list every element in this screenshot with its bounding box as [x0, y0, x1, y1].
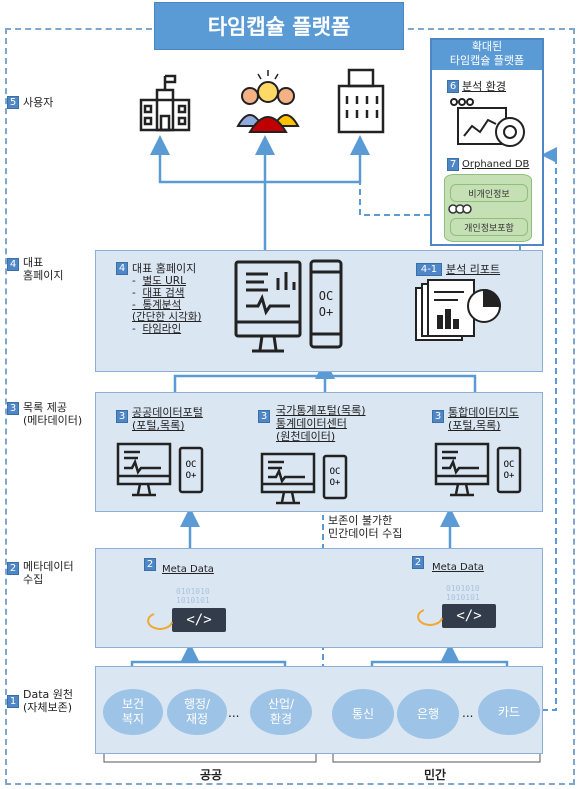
svg-text:OC: OC	[330, 467, 341, 477]
portal-1-monitor-icon	[116, 442, 172, 497]
portal-2-label: 국가통계포털(목록) 통계데이터센터 (원천데이터)	[276, 404, 366, 443]
meta-band	[95, 548, 543, 648]
homepage-to-user-1	[150, 135, 267, 250]
feature-timeline: 타임라인	[142, 323, 182, 335]
orphan-badge: 7	[447, 158, 459, 171]
orphan-label: Orphaned DB	[462, 159, 530, 170]
feature-stats: 통계분석 (간단한 시각화)	[132, 299, 202, 323]
feature-search: 대표 검색	[142, 287, 185, 299]
report-badge: 4-1	[416, 263, 442, 276]
level-1-badge: 1	[7, 695, 19, 708]
public-ellipsis: ...	[228, 706, 240, 720]
svg-text:O+: O+	[504, 471, 515, 481]
group-private-label: 민간	[424, 768, 447, 782]
meta-1-swirl-icon	[147, 613, 173, 630]
analysis-label: 분석 환경	[462, 80, 506, 93]
source-telecom: 통신	[332, 689, 394, 739]
level-5-label: 사용자	[23, 96, 54, 109]
meta-1-label: Meta Data	[162, 564, 214, 575]
level-3-label: 목록 제공 (메타데이터)	[23, 401, 83, 427]
feature-url: 별도 URL	[142, 275, 186, 287]
portal-2-monitor-icon	[260, 452, 316, 505]
people-group-icon	[236, 70, 300, 133]
meta-1-bits: 0101010 1010101	[176, 587, 210, 605]
portal-3-badge: 3	[432, 410, 444, 423]
extended-to-user-dashed	[359, 140, 430, 216]
meta-2-swirl-icon	[417, 609, 443, 626]
level-4-badge: 4	[7, 258, 19, 271]
portal-3-phone-icon: OC O+	[496, 446, 522, 494]
platform-title: 타임캡슐 플랫폼	[154, 2, 404, 50]
level-2-label: 메타데이터 수집	[23, 560, 74, 586]
db-item-personal: 개인정보포함	[450, 218, 528, 236]
office-building-icon	[337, 68, 385, 134]
group-brackets	[103, 754, 541, 763]
report-label: 분석 리포트	[446, 263, 501, 276]
level-2-badge: 2	[7, 562, 19, 575]
private-collect-note: 보존이 불가한 민간데이터 수집	[328, 514, 403, 540]
homepage-title: 대표 홈페이지	[132, 262, 197, 275]
group-public-label: 공공	[200, 768, 223, 782]
svg-text:O+: O+	[186, 471, 197, 481]
school-icon	[139, 74, 191, 132]
level-1-label: Data 원천 (자체보존)	[23, 688, 74, 714]
meta-2-badge: 2	[412, 556, 424, 569]
meta-2-label: Meta Data	[432, 562, 484, 573]
portal-1-phone-icon: OC O+	[178, 446, 204, 494]
source-industry-env: 산업/ 환경	[250, 689, 312, 735]
portal-2-badge: 3	[258, 410, 270, 423]
source-admin-finance: 행정/ 재정	[167, 689, 227, 735]
meta-1-badge: 2	[144, 558, 156, 571]
coins-icon	[448, 204, 472, 214]
svg-text:O+: O+	[330, 478, 341, 488]
monitor-icon	[234, 260, 302, 353]
homepage-badge: 4	[116, 262, 128, 275]
analysis-badge: 6	[447, 80, 459, 93]
svg-text:O+: O+	[319, 305, 333, 319]
meta-2-bits: 0101010 1010101	[446, 584, 480, 602]
source-bank: 은행	[397, 689, 459, 739]
level-3-badge: 3	[7, 402, 19, 415]
portal-1-badge: 3	[116, 410, 128, 423]
portal-3-label: 통합데이터지도 (포털,목록)	[448, 406, 519, 432]
extended-platform-title: 확대된 타임캡슐 플랫폼	[432, 40, 542, 70]
level-5-badge: 5	[7, 96, 19, 109]
meta-2-code-tag: </>	[442, 604, 496, 628]
meta-1-code-tag: </>	[172, 608, 226, 632]
svg-text:OC: OC	[319, 289, 333, 303]
report-document-icon	[415, 279, 502, 341]
private-ellipsis: ...	[462, 706, 474, 720]
svg-text:OC: OC	[186, 460, 197, 470]
card-to-orphan-dashed	[532, 147, 557, 711]
svg-text:OC: OC	[504, 460, 515, 470]
homepage-to-user-3	[265, 135, 370, 184]
homepage-feature-list: - 별도 URL - 대표 검색 - 통계분석 (간단한 시각화) - 타임라인	[132, 275, 202, 335]
level-4-label: 대표 홈페이지	[23, 256, 64, 282]
db-item-nonpersonal: 비개인정보	[450, 184, 528, 202]
source-card: 카드	[478, 689, 540, 735]
portal-3-monitor-icon	[434, 442, 490, 497]
portal-2-phone-icon: OC O+	[322, 454, 348, 500]
portal-1-label: 공공데이터포털 (포털,목록)	[132, 406, 203, 432]
source-health-welfare: 보건 복지	[103, 689, 163, 735]
phone-icon: OC O+	[309, 259, 343, 349]
analysis-chart-icon	[450, 98, 525, 147]
